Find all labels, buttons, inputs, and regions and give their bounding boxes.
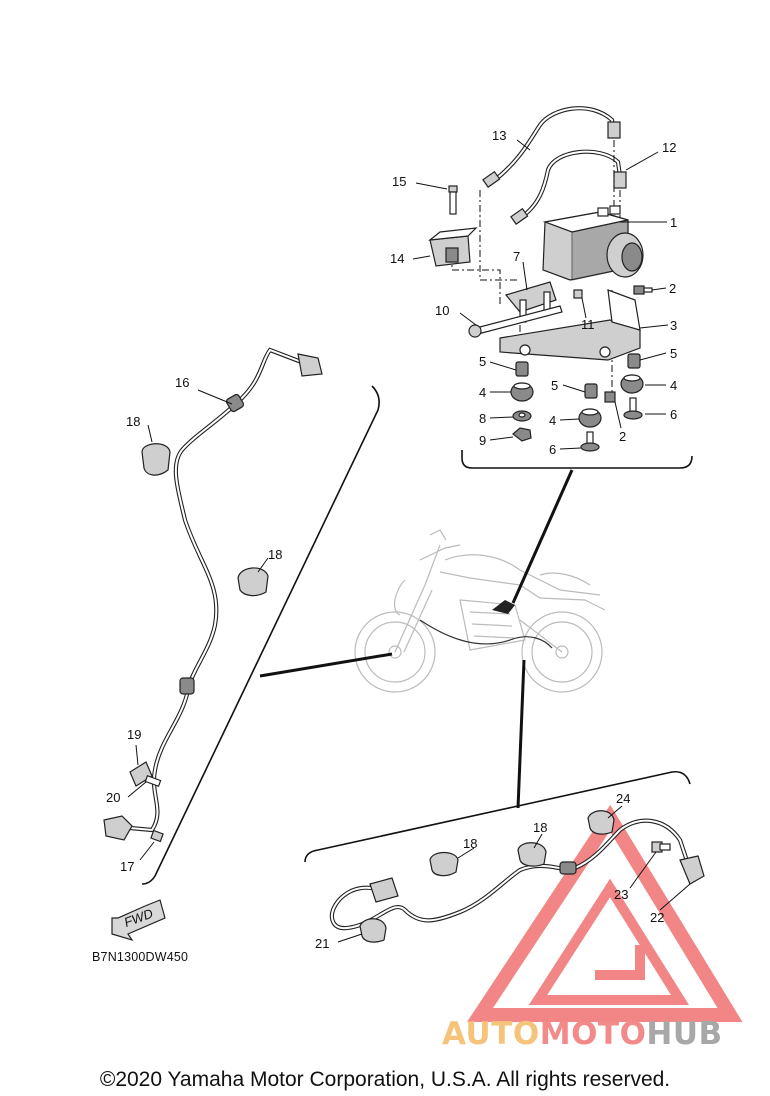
callout-4: 4 xyxy=(479,385,486,400)
rear-wheel-sensor-lead-22 xyxy=(329,818,705,931)
leader-lines-abs xyxy=(412,139,669,450)
watermark-word-hub: HUB xyxy=(646,1016,722,1052)
bolt-10 xyxy=(468,305,563,338)
collar-5-right xyxy=(627,353,641,369)
bolt-11 xyxy=(573,289,583,299)
abs-bracket-3 xyxy=(499,289,641,361)
callout-4: 4 xyxy=(549,413,556,428)
bolt-2-lower xyxy=(604,391,616,403)
callout-18: 18 xyxy=(463,836,477,851)
callout-18: 18 xyxy=(533,820,547,835)
damper-4-right xyxy=(620,374,644,394)
pipe-holder-14 xyxy=(428,227,478,267)
callout-18: 18 xyxy=(268,547,282,562)
front-wheel-sensor-lead-16 xyxy=(103,347,323,841)
motorcycle-location-view xyxy=(354,529,606,693)
clamp-18-rear-left xyxy=(429,851,459,877)
callout-9: 9 xyxy=(479,433,486,448)
clamp-18-rear-right xyxy=(517,842,547,867)
callout-10: 10 xyxy=(435,303,449,318)
brake-pipe-12 xyxy=(510,149,627,225)
callout-11: 11 xyxy=(581,317,595,332)
washer-8 xyxy=(512,410,532,422)
callout-5: 5 xyxy=(551,378,558,393)
bolt-6-right xyxy=(623,397,643,420)
bolt-15 xyxy=(448,185,458,215)
callout-5: 5 xyxy=(670,346,677,361)
callout-24: 24 xyxy=(616,791,630,806)
callout-labels: 1 2 2 3 4 4 4 5 5 5 6 6 7 8 9 10 11 12 1… xyxy=(106,128,677,951)
watermark-word-moto: MOTO xyxy=(540,1016,647,1052)
callout-20: 20 xyxy=(106,790,120,805)
callout-5: 5 xyxy=(479,354,486,369)
bolt-2-upper xyxy=(633,285,653,295)
callout-21: 21 xyxy=(315,936,329,951)
rear-sensor-panel-border xyxy=(304,770,691,863)
collar-5-left xyxy=(515,361,529,377)
bolt-6-lower xyxy=(580,431,600,452)
watermark-brand: AUTOMOTOHUB xyxy=(442,1016,723,1052)
clamp-18-left-lower xyxy=(237,567,269,597)
bracket-19 xyxy=(129,761,153,787)
watermark-word-auto: AUTO xyxy=(442,1016,540,1052)
forward-direction-arrow: FWD xyxy=(111,899,166,942)
callout-2: 2 xyxy=(669,281,676,296)
callout-12: 12 xyxy=(662,140,676,155)
callout-8: 8 xyxy=(479,411,486,426)
callout-2: 2 xyxy=(619,429,626,444)
nut-9 xyxy=(512,427,532,442)
clamp-24 xyxy=(587,810,615,835)
front-sensor-panel-border xyxy=(141,385,380,885)
callout-18: 18 xyxy=(126,414,140,429)
callout-16: 16 xyxy=(175,375,189,390)
abs-hydraulic-unit xyxy=(542,205,644,281)
callout-14: 14 xyxy=(390,251,404,266)
callout-4: 4 xyxy=(670,378,677,393)
damper-4-left xyxy=(510,382,534,402)
leader-lines-front xyxy=(127,389,269,861)
callout-7: 7 xyxy=(513,249,520,264)
bolt-17 xyxy=(150,829,164,843)
callout-1: 1 xyxy=(670,215,677,230)
callout-3: 3 xyxy=(670,318,677,333)
clamp-21 xyxy=(359,918,387,943)
callout-13: 13 xyxy=(492,128,506,143)
callout-6: 6 xyxy=(670,407,677,422)
bolt-23 xyxy=(651,841,671,853)
clamp-18-left-upper xyxy=(141,443,171,476)
drawing-code: B7N1300DW450 xyxy=(92,950,188,964)
abs-detail-panel-border xyxy=(461,450,693,469)
callout-22: 22 xyxy=(650,910,664,925)
callout-19: 19 xyxy=(127,727,141,742)
callout-23: 23 xyxy=(614,887,628,902)
collar-5-mid xyxy=(584,383,598,399)
copyright-notice: ©2020 Yamaha Motor Corporation, U.S.A. A… xyxy=(100,1068,670,1091)
bolt-20 xyxy=(144,775,162,787)
watermark-logo xyxy=(466,804,743,1022)
damper-4-mid xyxy=(578,408,602,428)
callout-15: 15 xyxy=(392,174,406,189)
callout-17: 17 xyxy=(120,859,134,874)
leader-lines-rear xyxy=(337,805,691,943)
callout-6: 6 xyxy=(549,442,556,457)
brake-pipe-13 xyxy=(482,106,621,188)
